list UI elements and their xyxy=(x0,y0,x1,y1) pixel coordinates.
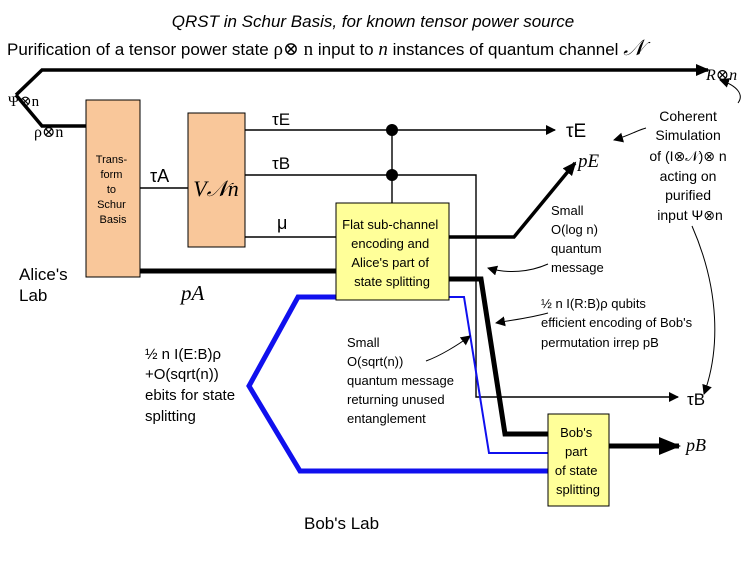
tau-b-label: τB xyxy=(272,154,290,173)
channel-isometry-box: V𝒩n xyxy=(187,112,246,248)
bobs-lab-label: Bob's Lab xyxy=(304,514,379,533)
returned-entanglement-wire xyxy=(449,296,548,454)
ebits-line: ebits for state xyxy=(145,387,235,404)
r-output-label: R⊗n xyxy=(705,67,737,84)
subtitle-suffix: instances of quantum channel xyxy=(388,40,623,59)
wire-rho-input xyxy=(14,93,86,128)
tau-b-output-label: τB xyxy=(687,390,705,409)
arrow-to-returned-entanglement xyxy=(425,335,471,362)
coherent-line: purified xyxy=(665,187,711,203)
control-dot-tau-e xyxy=(386,124,398,136)
flat-encoding-box: Flat sub-channel encoding and Alice's pa… xyxy=(335,202,450,301)
flat-box-line: Alice's part of xyxy=(351,255,429,270)
arrow-to-bob-irrep xyxy=(495,312,549,327)
schur-box-line: Trans- xyxy=(96,154,128,166)
tau-a-label: τA xyxy=(150,166,169,186)
wire-p-e xyxy=(449,161,577,239)
ebits-note: ½ n I(E:B)ρ +O(sqrt(n)) ebits for state … xyxy=(145,346,239,425)
schur-box-line: to xyxy=(107,184,116,196)
log-message-line: message xyxy=(551,260,604,275)
arrow-to-tau-e xyxy=(613,127,647,143)
subtitle-prefix: Purification of a tensor power state xyxy=(7,40,273,59)
arrow-to-log-message xyxy=(487,263,549,276)
coherent-simulation-note: Coherent Simulation of (I⊗𝒩)⊗ n acting o… xyxy=(649,108,730,223)
log-message-line: quantum xyxy=(551,241,602,256)
svg-text:Bob's part of stat: Bob's part of state splitting xyxy=(555,425,601,497)
wire-tau-b xyxy=(245,174,679,402)
log-message-line: O(log n) xyxy=(551,222,598,237)
coherent-line: input Ψ⊗n xyxy=(657,207,722,223)
p-e-label: pE xyxy=(576,151,600,172)
psi-label: Ψ⊗n xyxy=(8,94,40,110)
sqrt-message-line: entanglement xyxy=(347,411,426,426)
schur-transform-box: Trans- form to Schur Basis xyxy=(85,99,141,278)
bob-box-line: part xyxy=(565,444,588,459)
svg-text:Trans- form to: Trans- form to Schur Basis xyxy=(96,154,130,226)
ebits-line: +O(sqrt(n)) xyxy=(145,366,219,383)
diagram-title: QRST in Schur Basis, for known tensor po… xyxy=(172,12,575,31)
subtitle-rho: ρ⊗ n xyxy=(273,39,313,60)
bob-encoding-line: permutation irrep pB xyxy=(541,335,659,350)
alices-lab-line: Lab xyxy=(19,286,47,305)
ebits-line: splitting xyxy=(145,408,196,425)
control-dot-tau-b xyxy=(386,169,398,181)
wire-bob-irrep xyxy=(449,276,548,437)
entanglement-wires xyxy=(246,294,548,474)
sqrt-message-line: O(sqrt(n)) xyxy=(347,354,403,369)
small-log-message-note: Small O(log n) quantum message xyxy=(551,203,605,275)
subtitle-middle: input to xyxy=(313,40,378,59)
mu-label: μ xyxy=(277,213,287,233)
schur-box-line: Basis xyxy=(100,214,127,226)
v-n-label: V𝒩n xyxy=(193,176,239,201)
subtitle-channel: 𝒩 xyxy=(623,35,651,60)
arrow-to-reference xyxy=(719,78,741,104)
rho-label: ρ⊗n xyxy=(34,124,63,141)
small-sqrt-message-note: Small O(sqrt(n)) quantum message returni… xyxy=(347,335,458,426)
coherent-line: Simulation xyxy=(655,127,720,143)
schur-box-line: form xyxy=(100,169,122,181)
flat-box-line: state splitting xyxy=(354,274,430,289)
p-b-label: pB xyxy=(684,435,706,455)
bob-box-line: Bob's xyxy=(560,425,593,440)
bob-encoding-line: ½ n I(R:B)ρ qubits xyxy=(541,296,646,311)
log-message-line: Small xyxy=(551,203,584,218)
diagram-subtitle: Purification of a tensor power state ρ⊗ … xyxy=(7,35,651,60)
p-a-label: pA xyxy=(179,281,205,305)
flat-box-line: Flat sub-channel xyxy=(342,217,438,232)
bob-splitting-box: Bob's part of state splitting xyxy=(547,413,610,507)
annotation-arrows xyxy=(425,78,741,395)
bob-box-line: of state xyxy=(555,463,598,478)
bob-box-line: splitting xyxy=(556,482,600,497)
sqrt-message-line: Small xyxy=(347,335,380,350)
wire-reference xyxy=(14,64,710,97)
bob-encoding-line: efficient encoding of Bob's xyxy=(541,315,693,330)
bob-encoding-note: ½ n I(R:B)ρ qubits efficient encoding of… xyxy=(541,296,696,350)
alices-lab-line: Alice's xyxy=(19,265,68,284)
wires xyxy=(14,64,710,455)
subtitle-n: n xyxy=(378,39,388,60)
tau-e-output-label: τE xyxy=(566,121,586,142)
sqrt-message-line: quantum message xyxy=(347,373,454,388)
sqrt-message-line: returning unused xyxy=(347,392,445,407)
svg-text:Flat sub-channel encodin: Flat sub-channel encoding and Alice's pa… xyxy=(342,217,442,289)
alices-lab-label: Alice's Lab xyxy=(19,265,72,305)
arrow-to-tau-b xyxy=(691,225,716,395)
coherent-line: of (I⊗𝒩)⊗ n xyxy=(649,148,726,164)
tau-e-label: τE xyxy=(272,110,290,129)
ebits-line: ½ n I(E:B)ρ xyxy=(145,346,221,363)
schur-box-line: Schur xyxy=(97,199,126,211)
coherent-line: Coherent xyxy=(659,108,717,124)
coherent-line: acting on xyxy=(660,168,717,184)
ebit-bundle xyxy=(246,294,548,474)
flat-box-line: encoding and xyxy=(351,236,429,251)
